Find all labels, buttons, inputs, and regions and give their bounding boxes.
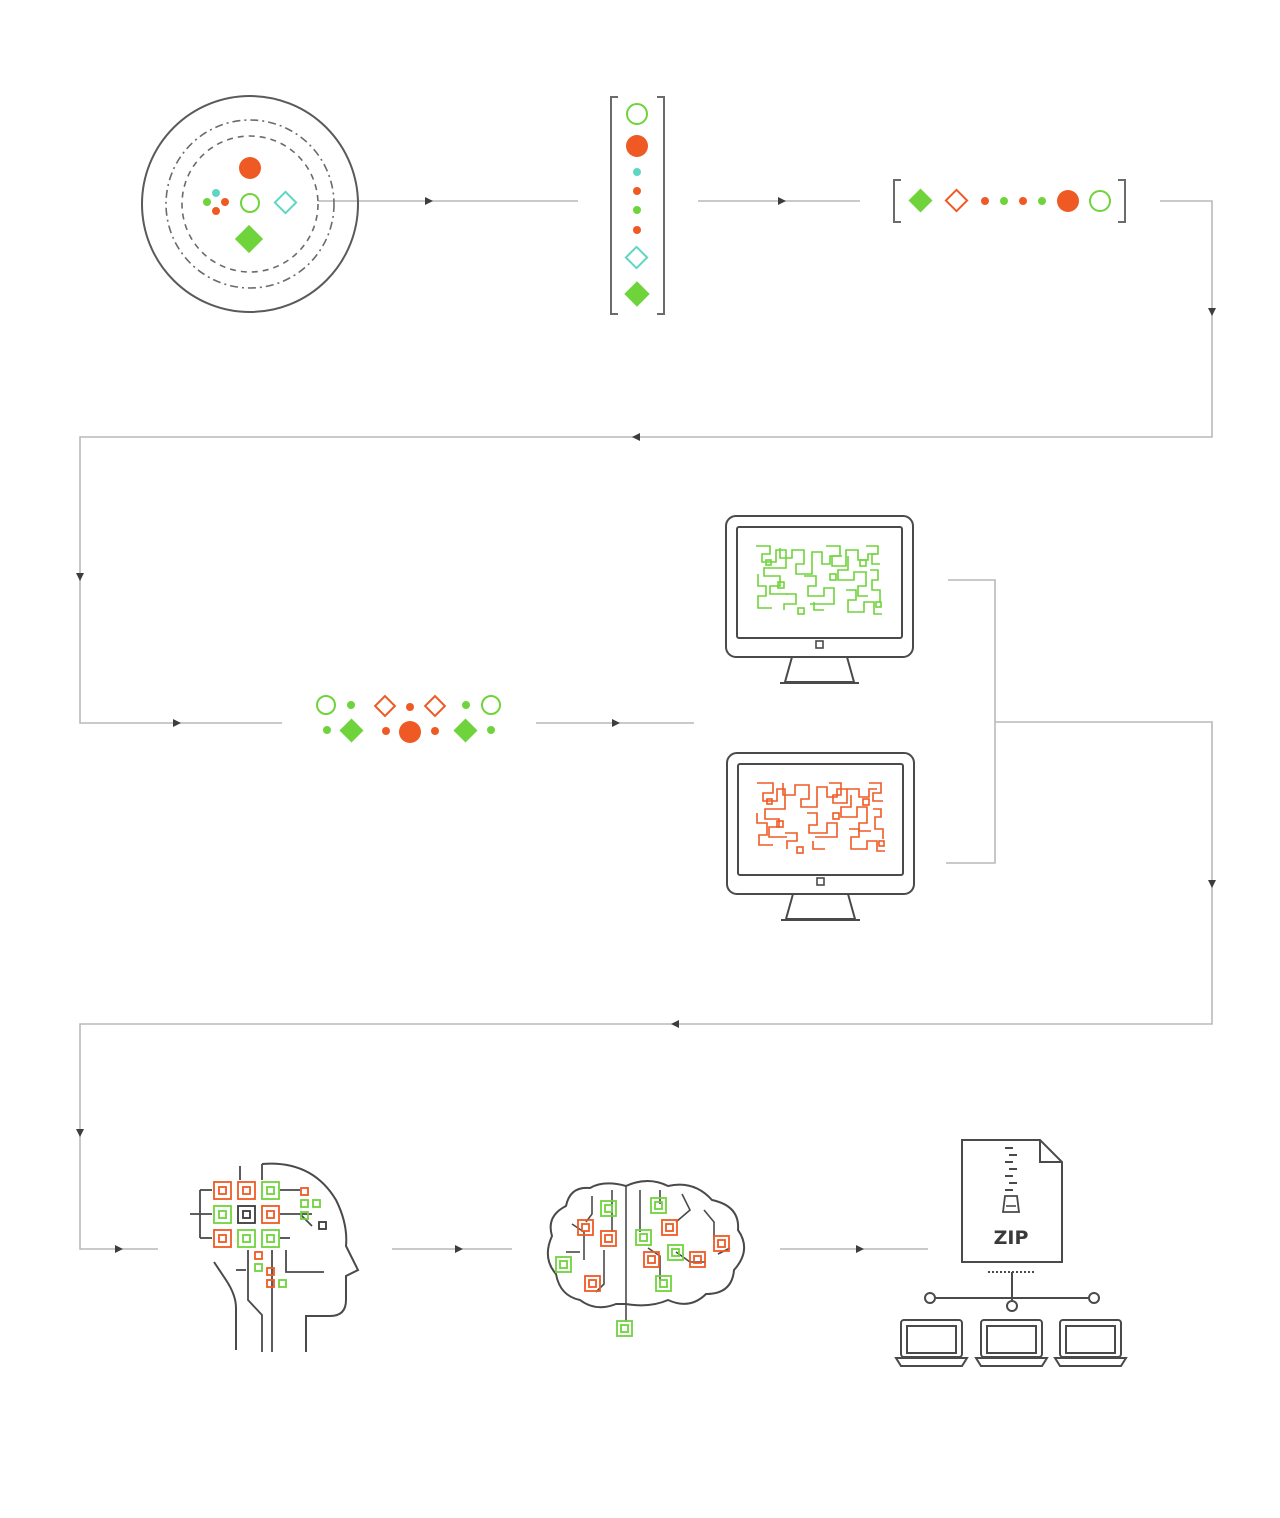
arrow-marker <box>115 1245 123 1253</box>
monitor-orange-maze-icon <box>726 752 915 921</box>
zip-network-icon: ZIP <box>894 1139 1128 1367</box>
arrow-marker <box>173 719 181 727</box>
circle-cluster-icon <box>141 95 359 313</box>
vertical-bracket-array-icon <box>610 96 665 315</box>
zip-file-icon: ZIP <box>961 1139 1063 1263</box>
monitor-green-maze-icon <box>725 515 914 684</box>
connectors <box>76 197 1216 1253</box>
circuit-brain-icon <box>546 1180 745 1337</box>
connector-row2-to-row3 <box>79 721 1213 1250</box>
arrow-marker <box>1208 308 1216 316</box>
arrow-marker <box>778 197 786 205</box>
zip-label: ZIP <box>994 1227 1029 1249</box>
connector-row1-to-row2 <box>79 200 1213 724</box>
horizontal-bracket-array-icon <box>893 179 1126 223</box>
arrow-marker <box>425 197 433 205</box>
laptop-icon <box>1053 1319 1128 1367</box>
circuit-head-icon <box>190 1162 360 1352</box>
arrow-marker <box>671 1020 679 1028</box>
arrow-marker <box>632 433 640 441</box>
connector-monitor-bracket <box>946 579 996 864</box>
maze-pattern <box>756 545 882 615</box>
arrow-marker <box>76 1129 84 1137</box>
arrow-marker <box>76 573 84 581</box>
arrow-marker <box>856 1245 864 1253</box>
scattered-tokens-icon <box>316 694 501 743</box>
laptop-icon <box>894 1319 969 1367</box>
arrow-marker <box>1208 880 1216 888</box>
arrow-marker <box>612 719 620 727</box>
maze-pattern <box>756 782 885 854</box>
arrow-marker <box>455 1245 463 1253</box>
laptop-icon <box>974 1319 1049 1367</box>
